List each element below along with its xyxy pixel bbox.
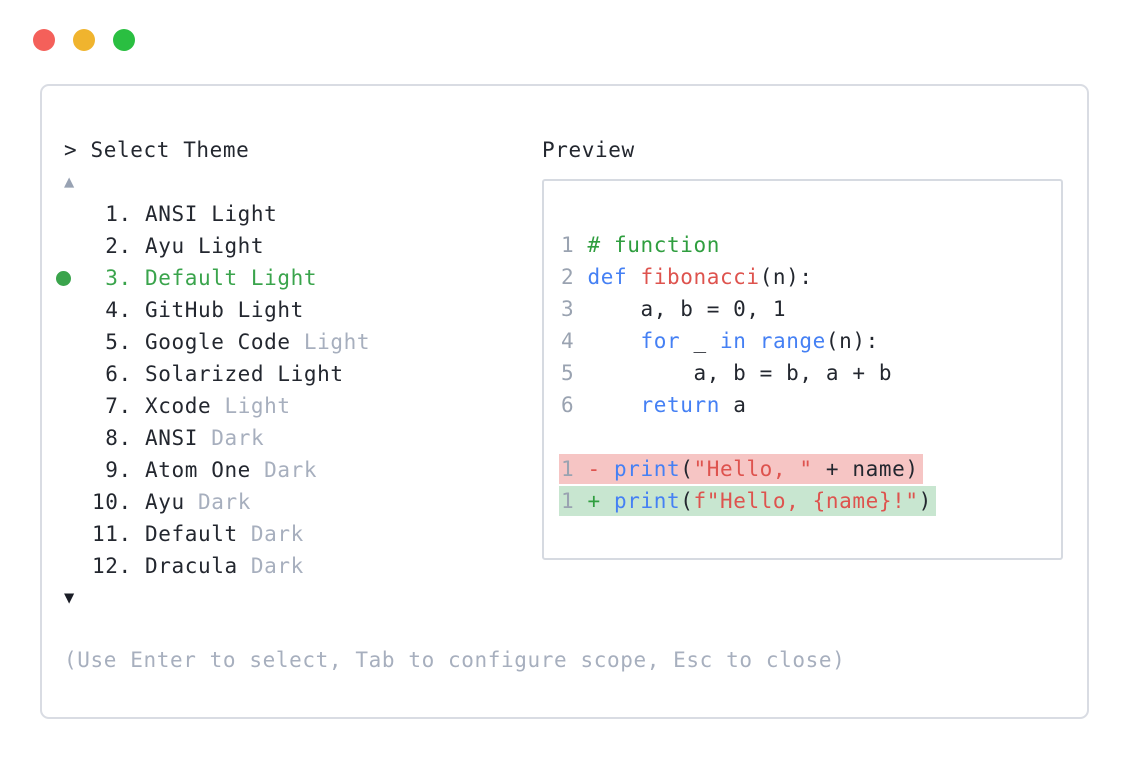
line-number: 2 [561,265,588,289]
keyboard-hint: (Use Enter to select, Tab to configure s… [64,648,846,672]
code-line: 3 a, b = 0, 1 [561,297,787,321]
theme-item-variant: Dark [237,554,304,578]
code-line: 1 # function [561,233,720,257]
theme-item-number: 12. [92,554,145,578]
code-line: 4 for _ in range(n): [561,329,879,353]
theme-item[interactable]: 8. ANSI Dark [92,422,370,454]
theme-item-number: 6. [92,362,145,386]
theme-item[interactable]: 5. Google Code Light [92,326,370,358]
code-line: 2 def fibonacci(n): [561,265,813,289]
theme-item-label: Solarized Light [144,362,344,386]
theme-item-number: 7. [92,394,145,418]
theme-item-label: Ayu [144,490,185,514]
theme-item-variant: Dark [184,490,251,514]
theme-item-number: 8. [92,426,145,450]
theme-item-variant: Dark [250,458,318,482]
line-number: 6 [561,393,588,417]
line-number: 1 [561,489,588,513]
theme-item[interactable]: 1. ANSI Light [92,198,370,230]
theme-item-number: 4. [92,298,145,322]
theme-item-label: Google Code [144,330,291,354]
line-number: 1 [561,233,588,257]
diff-sign: - [587,457,614,481]
scroll-down-icon[interactable]: ▼ [64,588,75,608]
line-number: 5 [561,361,588,385]
line-number: 1 [561,457,588,481]
theme-item-number: 2. [92,234,145,258]
theme-item-number: 5. [92,330,145,354]
theme-item-label: Default Light [144,266,318,290]
scroll-up-icon[interactable]: ▲ [64,172,75,192]
theme-item-label: GitHub Light [144,298,304,322]
theme-item[interactable]: 10. Ayu Dark [92,486,370,518]
theme-item-variant: Dark [237,522,304,546]
theme-item[interactable]: 4. GitHub Light [92,294,370,326]
theme-item[interactable]: 6. Solarized Light [92,358,370,390]
theme-item-label: Ayu Light [144,234,265,258]
theme-item[interactable]: 7. Xcode Light [92,390,370,422]
code-diff-line-del: 1 - print("Hello, " + name) [559,453,1061,485]
theme-item-number: 9. [92,458,145,482]
diff-sign: + [587,489,614,513]
select-theme-prompt: > Select Theme [64,138,250,162]
theme-item[interactable]: 12. Dracula Dark [92,550,370,582]
code-blank-line [561,421,1061,453]
theme-item-label: ANSI Light [144,202,278,226]
code-line: 5 a, b = b, a + b [561,361,893,385]
window-controls [33,29,135,51]
code-line: 6 return a [561,393,747,417]
minimize-button[interactable] [73,29,95,51]
theme-picker-panel: > Select Theme ▲ 1. ANSI Light 2. Ayu Li… [40,84,1089,719]
theme-item-label: Xcode [144,394,212,418]
close-button[interactable] [33,29,55,51]
preview-box: 1 # function 2 def fibonacci(n): 3 a, b = … [542,179,1063,560]
theme-item-selected[interactable]: 3. Default Light [55,262,370,294]
theme-item-label: Default [144,522,238,546]
theme-item-variant: Light [290,330,371,354]
theme-item-variant: Dark [197,426,265,450]
line-number: 3 [561,297,588,321]
theme-item[interactable]: 2. Ayu Light [92,230,370,262]
zoom-button[interactable] [113,29,135,51]
theme-item[interactable]: 9. Atom One Dark [92,454,370,486]
theme-item-label: Atom One [144,458,251,482]
theme-list: 1. ANSI Light 2. Ayu Light 3. Default Li… [55,198,370,582]
preview-title: Preview [542,138,635,162]
theme-item-number: 3. [92,266,145,290]
theme-item[interactable]: 11. Default Dark [92,518,370,550]
theme-item-number: 11. [92,522,145,546]
theme-item-label: ANSI [144,426,198,450]
code-diff-line-add: 1 + print(f"Hello, {name}!") [559,485,1061,517]
theme-item-variant: Light [211,394,291,418]
theme-item-label: Dracula [144,554,238,578]
theme-item-number: 10. [92,490,145,514]
theme-item-number: 1. [92,202,145,226]
line-number: 4 [561,329,588,353]
